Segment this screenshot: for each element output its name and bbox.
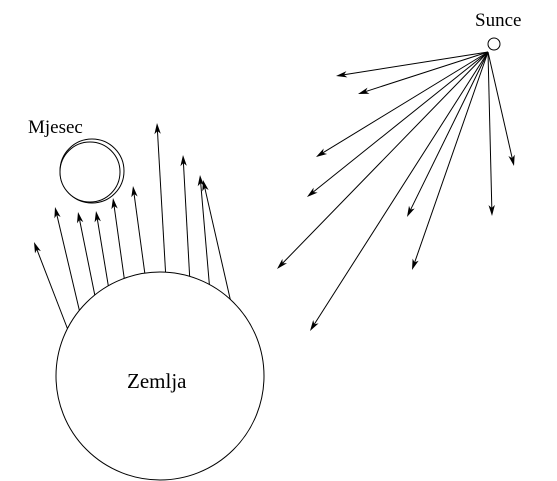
sun-disc <box>487 37 501 51</box>
sun-ray-4-shaft <box>312 51 489 193</box>
earth-ray-2-shaft <box>56 214 81 314</box>
sun-ray-1-shaft <box>343 51 489 76</box>
sun-ray-5-shaft <box>282 51 489 264</box>
sun-ray-8-shaft <box>414 51 489 263</box>
earth-ray-10-head <box>202 180 209 192</box>
earth-ray-1 <box>34 242 69 331</box>
earth-ray-7-shaft <box>156 130 167 281</box>
earth-ray-6-head <box>131 186 138 198</box>
sun-ray-3 <box>316 51 489 157</box>
earth-ray-5-shaft <box>113 205 127 292</box>
sun: Sunce <box>475 10 521 51</box>
earth-ray-3 <box>77 212 97 302</box>
sun-ray-6-shaft <box>313 51 489 325</box>
earth-ray-2 <box>54 207 81 314</box>
sun-ray-9-head <box>488 204 495 216</box>
earth-ray-1-head <box>34 242 41 254</box>
sun-ray-2 <box>358 51 489 94</box>
earth-ray-6 <box>131 186 147 283</box>
earth-ray-10-shaft <box>204 187 233 308</box>
sun-ray-6 <box>310 51 489 331</box>
sun-ray-2-shaft <box>365 51 489 93</box>
sun-ray-7-shaft <box>410 51 489 211</box>
earth-ray-9-shaft <box>200 182 211 293</box>
earth-ray-8-shaft <box>182 162 191 284</box>
earth-ray-1-shaft <box>36 249 69 331</box>
earth-ray-2-head <box>54 207 61 219</box>
sun-ray-9 <box>487 51 495 216</box>
earth-ray-4-shaft <box>96 218 111 297</box>
earth-ray-7 <box>154 123 167 281</box>
sun-ray-8-head <box>412 258 419 270</box>
sun-ray-10-head <box>508 154 515 166</box>
sun-ray-1-head <box>336 71 348 78</box>
sun-label: Sunce <box>475 10 521 31</box>
sun-ray-1 <box>336 51 489 78</box>
moon-label: Mjesec <box>28 117 83 138</box>
sun-rays <box>277 51 515 331</box>
earth-ray-5-head <box>111 198 118 210</box>
moon: Mjesec <box>28 117 125 204</box>
earth-ray-9 <box>197 175 211 293</box>
earth-ray-7-head <box>154 123 161 135</box>
earth-ray-8 <box>180 155 191 284</box>
sun-ray-4 <box>307 51 489 197</box>
sun-ray-10 <box>487 51 515 166</box>
earth-ray-6-shaft <box>133 193 147 283</box>
sun-ray-3-shaft <box>322 51 489 154</box>
earth-ray-9-head <box>197 175 205 187</box>
sun-ray-3-head <box>316 148 328 157</box>
earth-ray-3-shaft <box>79 219 97 302</box>
earth-ray-4-head <box>94 211 101 223</box>
earth-label: Zemlja <box>127 369 187 393</box>
earth-ray-8-head <box>180 155 187 167</box>
sun-ray-7 <box>407 51 489 217</box>
earth-disc <box>55 271 265 481</box>
sun-ray-10-shaft <box>487 51 513 159</box>
earth-ray-10 <box>202 180 233 308</box>
moon-inner-circle <box>59 141 121 203</box>
sun-ray-8 <box>412 51 489 270</box>
earth: Zemlja <box>55 271 265 481</box>
sun-ray-5 <box>277 51 489 269</box>
sun-ray-2-head <box>358 87 370 94</box>
sun-ray-7-head <box>407 205 415 217</box>
earth-ray-4 <box>94 211 111 297</box>
sun-ray-5-head <box>277 258 287 269</box>
sun-ray-4-head <box>307 187 318 197</box>
sun-ray-9-shaft <box>487 51 493 209</box>
earth-ray-3-head <box>77 212 84 224</box>
earth-ray-5 <box>111 198 127 292</box>
earth-rays <box>34 123 233 331</box>
sun-ray-6-head <box>310 320 319 331</box>
